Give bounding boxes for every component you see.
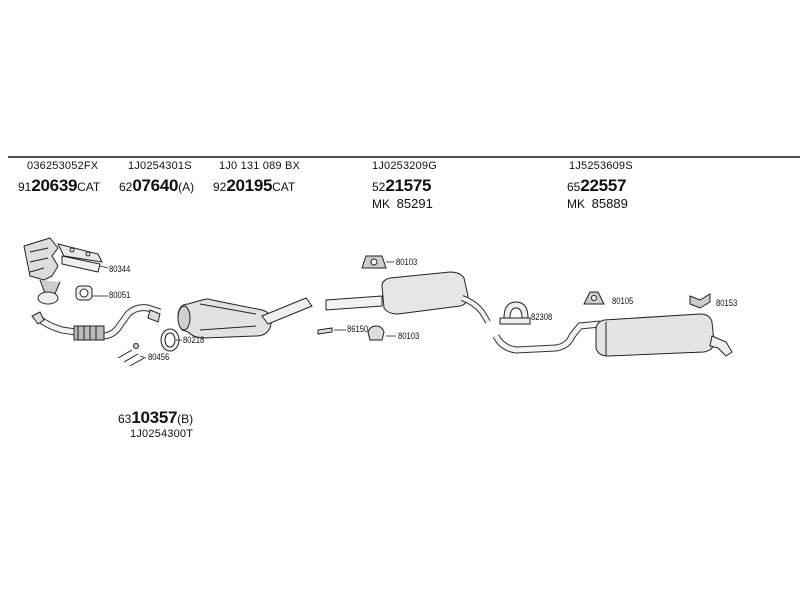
bottom-oem-number: 1J0254300T xyxy=(130,428,194,440)
part-label-80103-lower: 80103 xyxy=(398,331,420,341)
part-label-80344: 80344 xyxy=(109,264,131,274)
hanger-80105-drawing xyxy=(583,291,605,305)
u-clamp-drawing xyxy=(499,301,531,325)
bolt-kit-drawing xyxy=(117,343,145,367)
part-main-3: 20195 xyxy=(226,176,273,195)
part-prefix-1: 91 xyxy=(18,180,32,194)
oem-number-4: 1J0253209G xyxy=(372,160,437,172)
catalytic-converter-drawing xyxy=(177,297,313,339)
mk-value-5: 85889 xyxy=(591,196,628,211)
part-prefix-2: 62 xyxy=(119,180,133,194)
part-prefix-5: 65 xyxy=(567,180,581,194)
part-main-1: 20639 xyxy=(31,176,78,195)
part-label-80103-top: 80103 xyxy=(396,257,418,267)
bottom-part-suffix: (B) xyxy=(177,412,194,426)
part-label-80456: 80456 xyxy=(148,352,170,362)
part-label-80218: 80218 xyxy=(183,335,205,345)
part-prefix-4: 52 xyxy=(372,180,386,194)
oem-number-3: 1J0 131 089 BX xyxy=(219,160,301,172)
part-main-2: 07640 xyxy=(132,176,179,195)
part-main-5: 22557 xyxy=(580,176,627,195)
flange-gasket-drawing xyxy=(75,285,93,301)
part-suffix-3: CAT xyxy=(272,180,296,194)
clamp-drawing xyxy=(317,325,385,341)
part-label-80105: 80105 xyxy=(612,296,634,306)
part-number-2: 6207640(A) xyxy=(119,176,195,195)
oem-number-2: 1J0254301S xyxy=(128,160,192,172)
mk-label-4: MK xyxy=(372,197,390,211)
mk-label-5: MK xyxy=(567,197,585,211)
mk-value-4: 85291 xyxy=(396,196,433,211)
part-prefix-3: 92 xyxy=(213,180,227,194)
part-label-86150: 86150 xyxy=(347,324,369,334)
oem-number-1: 036253052FX xyxy=(27,160,99,172)
front-pipe-drawing xyxy=(31,304,162,341)
bracket-80153-drawing xyxy=(689,293,711,309)
mk-number-4: MK 85291 xyxy=(372,196,433,211)
mk-number-5: MK 85889 xyxy=(567,196,628,211)
part-label-80153: 80153 xyxy=(716,298,738,308)
leader-lines xyxy=(92,261,530,359)
part-suffix-2: (A) xyxy=(178,180,195,194)
part-main-4: 21575 xyxy=(385,176,432,195)
bottom-part-number: 6310357(B) xyxy=(118,408,194,427)
hanger-top-drawing xyxy=(361,255,387,269)
part-number-4: 5221575 xyxy=(372,176,432,195)
oem-number-5: 1J5253609S xyxy=(569,160,633,172)
part-suffix-1: CAT xyxy=(77,180,101,194)
part-label-80051: 80051 xyxy=(109,290,131,300)
bottom-part-main: 10357 xyxy=(131,408,178,427)
part-label-82308: 82308 xyxy=(531,312,553,322)
part-number-3: 9220195CAT xyxy=(213,176,296,195)
part-number-1: 9120639CAT xyxy=(18,176,101,195)
exhaust-manifold-drawing xyxy=(23,237,103,305)
middle-silencer-drawing xyxy=(325,271,491,324)
part-number-5: 6522557 xyxy=(567,176,627,195)
bottom-part-prefix: 63 xyxy=(118,412,132,426)
sealing-ring-drawing xyxy=(160,328,180,352)
rear-silencer-drawing xyxy=(492,313,733,357)
